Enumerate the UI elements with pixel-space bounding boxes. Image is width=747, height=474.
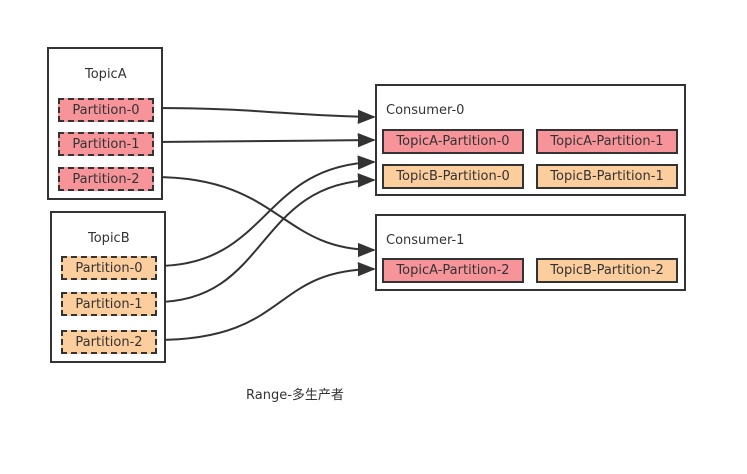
arrow-topicB-p1-to-consumer0 — [155, 173, 376, 303]
topicB-partition-1: Partition-1 — [61, 292, 157, 316]
consumer0-assigned-topicB-p1: TopicB-Partition-1 — [536, 164, 678, 189]
consumer1-assigned-topicA-p2: TopicA-Partition-2 — [382, 258, 524, 283]
topicB-partition-0: Partition-0 — [61, 256, 157, 280]
topicA-box: TopicA Partition-0 Partition-1 Partition… — [47, 47, 163, 200]
consumer1-assigned-topicB-p2: TopicB-Partition-2 — [536, 258, 678, 283]
arrow-topicA-p0-to-consumer0 — [153, 107, 376, 125]
topicA-partition-0: Partition-0 — [58, 98, 154, 122]
consumer1-title: Consumer-1 — [386, 233, 465, 248]
diagram-caption: Range-多生产者 — [246, 388, 344, 403]
arrow-topicB-p0-to-consumer0 — [155, 155, 376, 267]
arrow-topicB-p2-to-consumer1 — [155, 261, 376, 341]
topicB-title: TopicB — [88, 231, 130, 246]
consumer0-assigned-topicB-p0: TopicB-Partition-0 — [382, 164, 524, 189]
consumer0-title: Consumer-0 — [386, 103, 465, 118]
arrow-topicA-p2-to-consumer1 — [153, 176, 376, 258]
arrow-topicA-p1-to-consumer0 — [153, 133, 376, 148]
consumer1-box: Consumer-1 TopicA-Partition-2 TopicB-Par… — [375, 214, 686, 291]
topicA-partition-2: Partition-2 — [58, 167, 154, 191]
consumer0-assigned-topicA-p0: TopicA-Partition-0 — [382, 129, 524, 154]
topicA-partition-1: Partition-1 — [58, 132, 154, 156]
consumer0-box: Consumer-0 TopicA-Partition-0 TopicA-Par… — [375, 84, 686, 196]
consumer0-assigned-topicA-p1: TopicA-Partition-1 — [536, 129, 678, 154]
topicB-box: TopicB Partition-0 Partition-1 Partition… — [50, 211, 166, 363]
topicB-partition-2: Partition-2 — [61, 330, 157, 354]
topicA-title: TopicA — [85, 67, 127, 82]
